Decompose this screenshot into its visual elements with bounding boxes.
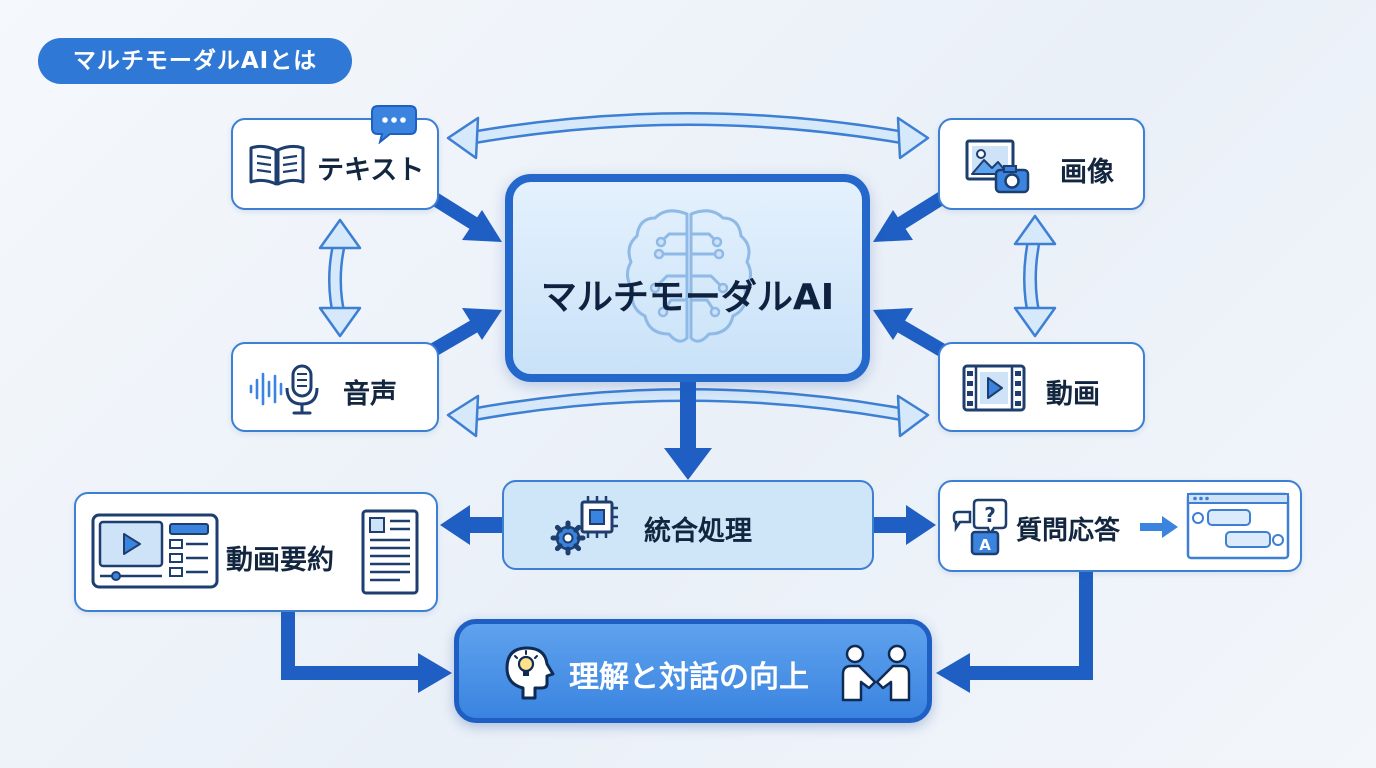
arrow-video-to-center bbox=[873, 308, 949, 359]
gear-chip-icon bbox=[550, 496, 618, 556]
diagram-title: マルチモーダルAIとは bbox=[38, 38, 352, 84]
arrow-process-to-summary bbox=[440, 505, 502, 545]
document-icon bbox=[361, 509, 419, 595]
output-qa-box: ? A 質問応答 bbox=[938, 480, 1302, 572]
svg-text:?: ? bbox=[984, 503, 996, 527]
arrow-right-icon bbox=[1140, 516, 1178, 538]
output-summary-label: 動画要約 bbox=[226, 545, 334, 576]
lightbulb-head-icon bbox=[505, 646, 555, 700]
brain-circuit-icon bbox=[626, 209, 752, 343]
input-audio-label: 音声 bbox=[343, 379, 397, 410]
process-label: 統合処理 bbox=[644, 516, 752, 547]
input-video-label: 動画 bbox=[1046, 379, 1100, 410]
result-label: 理解と対話の向上 bbox=[569, 660, 809, 695]
photo-camera-icon bbox=[965, 139, 1030, 194]
input-audio-box: 音声 bbox=[231, 342, 439, 432]
input-text-box: テキスト bbox=[231, 118, 439, 210]
arrow-text-to-center bbox=[426, 190, 502, 242]
output-summary-box: 動画要約 bbox=[74, 492, 438, 612]
arrow-image-video bbox=[1013, 214, 1057, 338]
question-answer-icon: ? A bbox=[952, 498, 1008, 556]
center-label: マルチモーダルAI bbox=[540, 277, 835, 318]
process-integration-box: 統合処理 bbox=[502, 480, 874, 570]
chat-window-icon bbox=[1186, 492, 1290, 560]
svg-text:A: A bbox=[979, 536, 991, 554]
speech-bubble-icon bbox=[371, 105, 417, 144]
input-image-box: 画像 bbox=[938, 118, 1145, 210]
center-multimodal-ai-box: マルチモーダルAI bbox=[505, 174, 870, 382]
video-player-icon bbox=[91, 513, 219, 589]
input-video-box: 動画 bbox=[938, 342, 1145, 432]
result-box: 理解と対話の向上 bbox=[454, 619, 932, 723]
arrow-audio-to-center bbox=[426, 308, 502, 359]
handshake-icon bbox=[841, 644, 911, 702]
output-qa-label: 質問応答 bbox=[1016, 516, 1121, 546]
arrow-process-to-qa bbox=[874, 505, 936, 545]
input-text-label: テキスト bbox=[317, 155, 425, 186]
microphone-waveform-icon bbox=[249, 364, 319, 415]
film-play-icon bbox=[962, 364, 1026, 412]
book-icon bbox=[249, 144, 305, 186]
arrow-center-to-process bbox=[664, 382, 712, 480]
arrow-image-to-center bbox=[873, 190, 949, 242]
arrow-summary-to-result bbox=[281, 612, 452, 693]
arrow-qa-to-result bbox=[936, 572, 1093, 693]
input-image-label: 画像 bbox=[1060, 157, 1114, 188]
arrow-text-audio bbox=[318, 218, 362, 338]
